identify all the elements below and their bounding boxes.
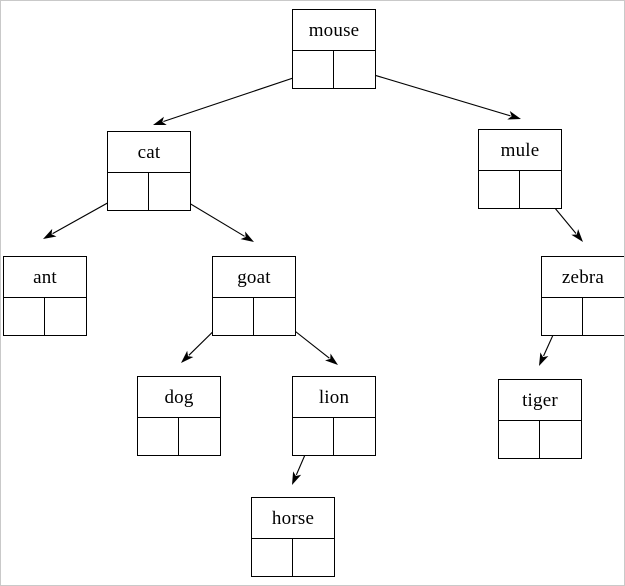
tree-node-ant: ant [3,256,87,336]
arrowhead-icon [507,111,521,120]
node-label-mule: mule [479,130,561,171]
edge-line [353,68,511,117]
node-label-cat: cat [108,132,190,173]
node-pointers-dog [138,418,220,455]
right-pointer-cell-horse [293,539,334,576]
node-pointers-mule [479,171,561,208]
left-pointer-cell-horse [252,539,293,576]
right-pointer-cell-tiger [540,421,581,458]
node-label-goat: goat [213,257,295,298]
node-pointers-horse [252,539,334,576]
tree-node-tiger: tiger [498,379,582,459]
node-pointers-tiger [499,421,581,458]
left-pointer-cell-goat [213,298,254,335]
right-pointer-cell-cat [149,173,190,210]
arrowhead-icon [181,350,194,363]
arrowhead-icon [325,353,338,365]
node-pointers-zebra [542,298,624,335]
right-pointer-cell-mule [520,171,561,208]
node-pointers-goat [213,298,295,335]
node-label-mouse: mouse [293,10,375,51]
arrowhead-icon [240,231,254,242]
left-pointer-cell-cat [108,173,149,210]
node-label-dog: dog [138,377,220,418]
tree-node-mouse: mouse [292,9,376,89]
tree-node-zebra: zebra [541,256,624,336]
node-label-zebra: zebra [542,257,624,298]
tree-node-horse: horse [251,497,335,577]
node-label-lion: lion [293,377,375,418]
tree-node-cat: cat [107,131,191,211]
arrowhead-icon [153,116,167,126]
node-pointers-lion [293,418,375,455]
edge-mouse-to-cat [153,70,315,126]
arrowhead-icon [571,229,583,242]
node-pointers-cat [108,173,190,210]
tree-node-goat: goat [212,256,296,336]
node-label-tiger: tiger [499,380,581,421]
right-pointer-cell-dog [179,418,220,455]
right-pointer-cell-goat [254,298,295,335]
left-pointer-cell-zebra [542,298,583,335]
left-pointer-cell-tiger [499,421,540,458]
right-pointer-cell-lion [334,418,375,455]
arrowhead-icon [292,471,302,485]
right-pointer-cell-mouse [334,51,375,88]
node-label-ant: ant [4,257,86,298]
arrowhead-icon [43,228,57,239]
right-pointer-cell-ant [45,298,86,335]
edge-mouse-to-mule [353,68,521,120]
node-label-horse: horse [252,498,334,539]
left-pointer-cell-mule [479,171,520,208]
node-pointers-ant [4,298,86,335]
tree-node-dog: dog [137,376,221,456]
tree-node-lion: lion [292,376,376,456]
left-pointer-cell-lion [293,418,334,455]
left-pointer-cell-dog [138,418,179,455]
left-pointer-cell-mouse [293,51,334,88]
tree-node-mule: mule [478,129,562,209]
right-pointer-cell-zebra [583,298,624,335]
left-pointer-cell-ant [4,298,45,335]
arrowhead-icon [539,352,549,366]
node-pointers-mouse [293,51,375,88]
